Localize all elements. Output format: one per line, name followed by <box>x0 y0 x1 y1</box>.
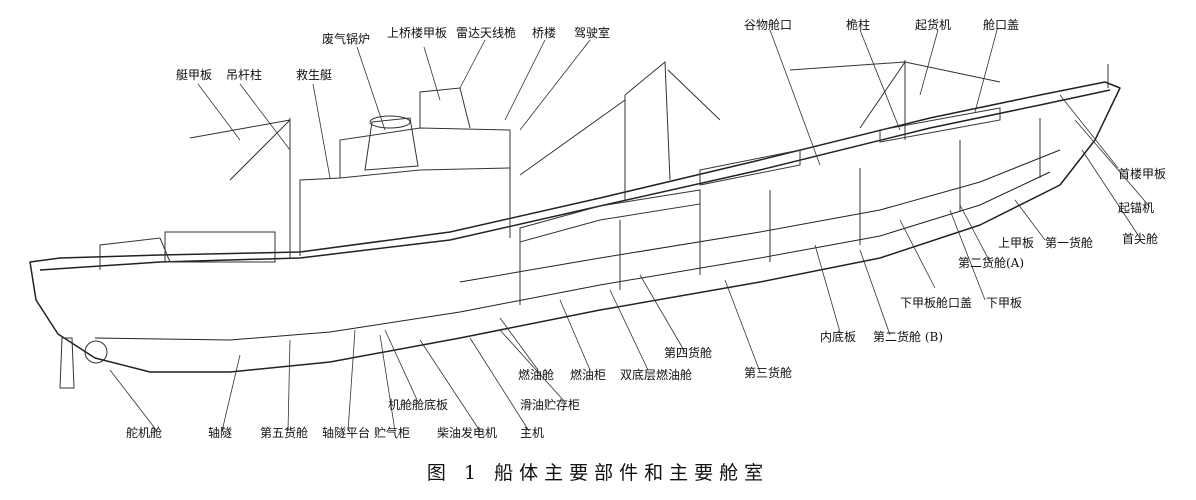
hull-outline <box>29 81 1121 373</box>
label-lower-deck: 下甲板 <box>986 296 1023 310</box>
superstructure <box>299 127 511 256</box>
label-tween-hatch-cover: 下甲板舱口盖 <box>900 296 973 310</box>
label-no3-hold: 第三货舱 <box>744 366 793 380</box>
label-waste-boiler: 废气锅炉 <box>322 32 371 46</box>
funnel <box>364 117 419 171</box>
label-shaft-tunnel: 轴隧 <box>208 426 233 440</box>
label-lifeboat-deck: 艇甲板 <box>176 68 213 82</box>
label-diesel-generator: 柴油发电机 <box>437 426 498 440</box>
label-no4-hold: 第四货舱 <box>664 346 713 360</box>
label-steering-gear-room: 舵机舱 <box>126 426 163 440</box>
label-windlass: 起锚机 <box>1118 201 1155 215</box>
rudder <box>59 337 75 389</box>
label-no5-hold: 第五货舱 <box>260 426 309 440</box>
label-shaft-platform: 轴隧平台 <box>322 426 371 440</box>
label-wheelhouse: 驾驶室 <box>574 26 611 40</box>
label-upper-deck: 上甲板 <box>998 236 1035 250</box>
label-radar-mast: 雷达天线桅 <box>456 26 517 40</box>
label-engine-room-floor: 机舱舱底板 <box>388 398 449 412</box>
label-grain-hatch: 谷物舱口 <box>744 18 793 32</box>
label-fore-peak: 首尖舱 <box>1122 232 1159 246</box>
label-no1-hold: 第一货舱 <box>1045 236 1094 250</box>
label-no2-hold-a: 第二货舱(A) <box>958 256 1025 270</box>
label-no2-hold-b: 第二货舱 (B) <box>873 330 943 344</box>
figure-caption: 图 1 船体主要部件和主要舱室 <box>426 462 770 484</box>
label-hatch-cover: 舱口盖 <box>983 18 1020 32</box>
label-cargo-winch: 起货机 <box>915 18 952 32</box>
label-fuel-tank: 燃油舱 <box>518 368 555 382</box>
label-double-bottom-fuel: 双底层燃油舱 <box>620 368 693 382</box>
label-main-engine: 主机 <box>520 426 545 440</box>
tween-deck-line <box>459 149 1061 283</box>
label-lube-oil-tank: 滑油贮存柜 <box>520 398 581 412</box>
inner-bottom-line <box>94 171 1051 341</box>
label-air-receiver: 贮气柜 <box>374 426 411 440</box>
label-lifeboat: 救生艇 <box>296 68 333 82</box>
label-inner-bottom: 内底板 <box>820 330 857 344</box>
label-forecastle-deck: 首楼甲板 <box>1118 167 1167 181</box>
label-fuel-cabinet: 燃油柜 <box>570 368 607 382</box>
propeller <box>84 340 108 364</box>
label-bridge: 桥楼 <box>532 26 557 40</box>
label-derrick-post: 吊杆柱 <box>226 68 263 82</box>
label-upper-bridge-deck: 上桥楼甲板 <box>387 26 448 40</box>
label-mast: 桅柱 <box>846 18 871 32</box>
